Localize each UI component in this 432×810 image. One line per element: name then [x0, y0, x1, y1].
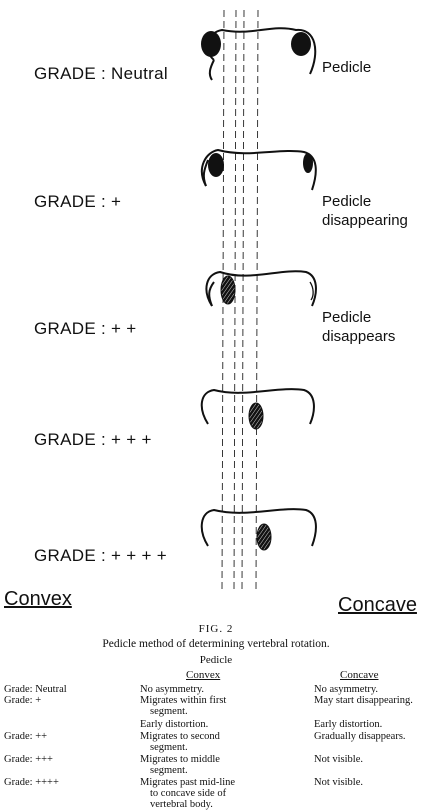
cell-line: vertebral body. — [140, 799, 235, 810]
pedicle — [257, 524, 271, 550]
cell-line: Migrates past mid-line — [140, 777, 235, 788]
grade-label-plus-4: GRADE : + + + + — [34, 546, 167, 566]
column-header-concave: Concave — [340, 669, 378, 681]
annotation-line: Pedicle — [322, 192, 408, 211]
pedicle-right — [303, 153, 313, 173]
pedicle-left — [201, 31, 221, 57]
vertebra-grade-1 — [202, 150, 316, 190]
row-convex: Migrates within first segment. — [140, 695, 226, 717]
cell-line: Early distortion. — [140, 719, 208, 730]
row-grade: Grade: ++ — [4, 731, 47, 742]
cell-line: segment. — [140, 706, 226, 717]
cell-line: Migrates to second — [140, 731, 220, 742]
annotation-pedicle-disappears: Pedicle disappears — [322, 308, 395, 346]
pedicle-left — [221, 276, 235, 304]
row-convex: No asymmetry. — [140, 684, 204, 695]
annotation-line: disappears — [322, 327, 395, 346]
pedicle-right — [291, 32, 311, 56]
pedicle-right — [310, 282, 313, 300]
grade-label-plus-plus: GRADE : + + — [34, 319, 137, 339]
grade-label-neutral: GRADE : Neutral — [34, 64, 168, 84]
row-grade: Grade: + — [4, 695, 41, 706]
annotation-line: disappearing — [322, 211, 408, 230]
row-convex: Migrates to middle segment. — [140, 754, 220, 776]
vertebra-grade-3 — [202, 389, 314, 429]
row-concave: May start disappearing. — [314, 695, 413, 706]
cell-line: Migrates to middle — [140, 754, 220, 765]
grade-label-plus-3: GRADE : + + + — [34, 430, 152, 450]
figure-caption: Pedicle method of determining vertebral … — [0, 638, 432, 650]
annotation-pedicle-disappearing: Pedicle disappearing — [322, 192, 408, 230]
concave-label: Concave — [338, 594, 417, 617]
row-concave: Gradually disappears. — [314, 731, 406, 742]
row-convex: Early distortion. — [140, 719, 208, 730]
pedicle-left — [208, 153, 224, 177]
cell-line: No asymmetry. — [140, 684, 204, 695]
row-concave: No asymmetry. — [314, 684, 378, 695]
annotation-line: Pedicle — [322, 58, 371, 77]
pedicle — [249, 403, 263, 429]
convex-label: Convex — [4, 588, 72, 611]
row-grade: Grade: Neutral — [4, 684, 67, 695]
vertebra-grade-4 — [202, 509, 316, 550]
row-concave: Not visible. — [314, 754, 363, 765]
cell-line: segment. — [140, 765, 220, 776]
row-concave: Not visible. — [314, 777, 363, 788]
row-grade: Grade: +++ — [4, 754, 53, 765]
row-convex: Migrates to second segment. — [140, 731, 220, 753]
figure-number: FIG. 2 — [0, 623, 432, 635]
cell-line: Migrates within first — [140, 695, 226, 706]
grade-label-plus: GRADE : + — [34, 192, 121, 212]
cell-line: to concave side of — [140, 788, 235, 799]
column-header-convex: Convex — [186, 669, 220, 681]
annotation-pedicle: Pedicle — [322, 58, 371, 77]
row-convex: Migrates past mid-line to concave side o… — [140, 777, 235, 810]
row-grade: Grade: ++++ — [4, 777, 59, 788]
row-concave: Early distortion. — [314, 719, 382, 730]
cell-line: segment. — [140, 742, 220, 753]
annotation-line: Pedicle — [322, 308, 395, 327]
table-title: Pedicle — [0, 654, 432, 666]
